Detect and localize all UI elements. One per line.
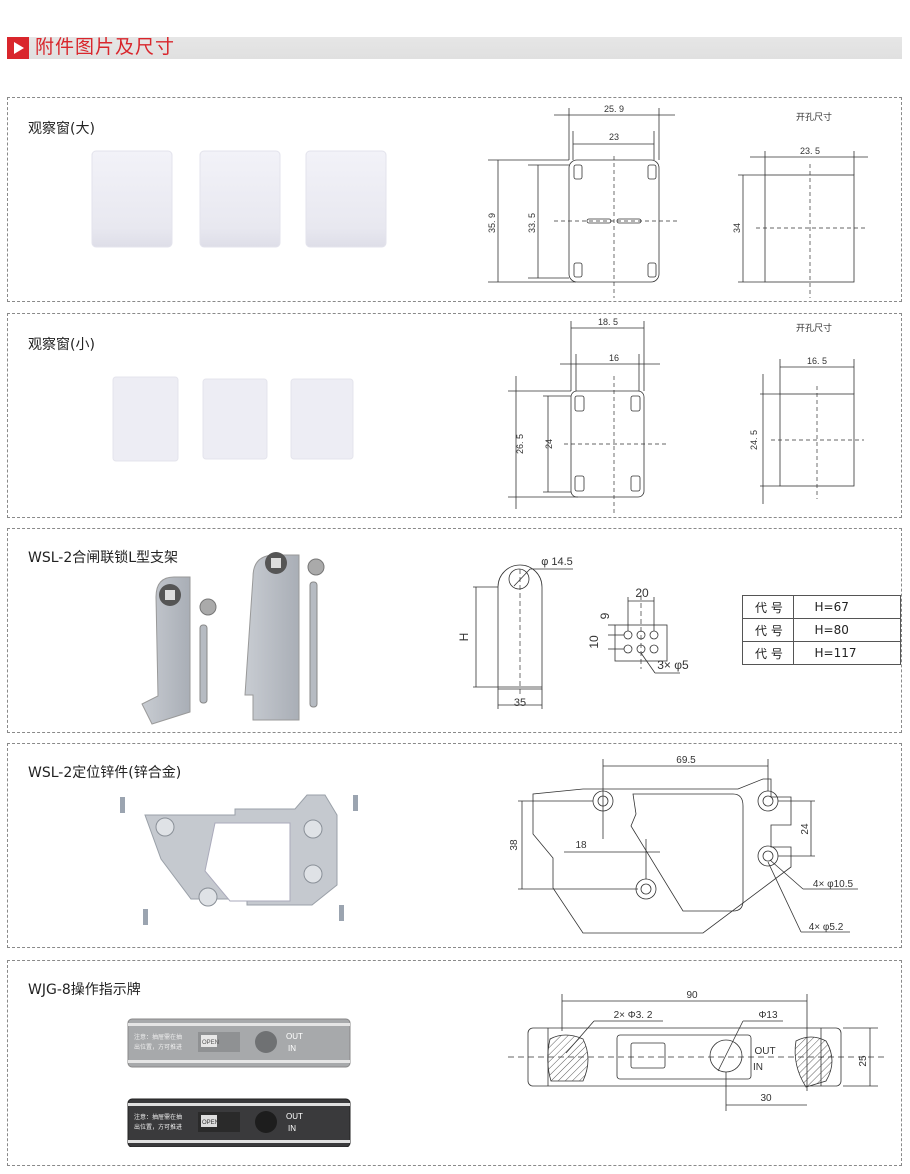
panel-label: 观察窗(大) [28, 121, 95, 137]
panel-label: WJG-8操作指示牌 [28, 982, 141, 998]
svg-text:16: 16 [609, 353, 619, 363]
svg-text:24: 24 [544, 439, 554, 449]
panel-label: WSL-2定位锌件(锌合金) [28, 765, 182, 781]
drawing-small-window: 18. 5 16 26. 5 24 开孔尺寸 16. 5 24. 5 [508, 317, 864, 514]
svg-text:出位置，方可推进: 出位置，方可推进 [134, 1043, 182, 1051]
svg-text:25: 25 [858, 1055, 869, 1067]
svg-text:注意：抽屉需在抽: 注意：抽屉需在抽 [134, 1033, 182, 1041]
svg-text:OPEN: OPEN [202, 1040, 219, 1046]
svg-text:25. 9: 25. 9 [604, 104, 624, 114]
section-title: 附件图片及尺寸 [35, 36, 176, 58]
svg-text:24: 24 [800, 823, 811, 835]
product-photo-indicator-plate: 注意：抽屉需在抽 出位置，方可推进 OPEN OUT IN 注意：抽屉需在抽 出… [126, 1017, 356, 1151]
svg-text:26. 5: 26. 5 [515, 434, 525, 454]
panel-small-window: 观察窗(小) [7, 313, 902, 518]
svg-text:69.5: 69.5 [676, 755, 696, 766]
svg-text:开孔尺寸: 开孔尺寸 [796, 322, 832, 333]
svg-text:16. 5: 16. 5 [807, 356, 827, 366]
svg-text:出位置，方可推进: 出位置，方可推进 [134, 1123, 182, 1131]
drawing-l-bracket: φ 14.5 H 35 20 9 10 3× φ5 [457, 556, 689, 709]
svg-text:23: 23 [609, 132, 619, 142]
product-photo-l-bracket [138, 537, 338, 731]
svg-text:IN: IN [288, 1124, 296, 1133]
drawing-indicator-plate: 90 2× Φ3. 2 Φ13 OUT IN 25 30 [508, 990, 888, 1111]
svg-text:18: 18 [575, 840, 587, 851]
svg-text:33. 5: 33. 5 [527, 213, 537, 233]
svg-text:OUT: OUT [286, 1032, 303, 1041]
svg-text:OUT: OUT [286, 1112, 303, 1121]
panel-label: WSL-2合闸联锁L型支架 [28, 550, 179, 566]
play-triangle-icon [7, 37, 29, 59]
svg-text:23. 5: 23. 5 [800, 146, 820, 156]
panel-label: 观察窗(小) [28, 337, 95, 353]
svg-text:φ 14.5: φ 14.5 [541, 556, 573, 568]
panel-positioning-part: WSL-2定位锌件(锌合金) 69.5 [7, 743, 902, 948]
svg-text:注意：抽屉需在抽: 注意：抽屉需在抽 [134, 1113, 182, 1121]
svg-text:18. 5: 18. 5 [598, 317, 618, 327]
svg-text:10: 10 [587, 635, 601, 649]
svg-text:4× φ5.2: 4× φ5.2 [809, 922, 844, 933]
product-photo-small-window [108, 374, 368, 473]
svg-text:90: 90 [686, 990, 698, 1001]
panel-large-window: 观察窗(大) [7, 97, 902, 302]
svg-text:35. 9: 35. 9 [487, 213, 497, 233]
svg-text:9: 9 [598, 612, 612, 619]
section-header: 附件图片及尺寸 [7, 36, 902, 59]
product-photo-positioning-part [103, 789, 373, 943]
svg-text:35: 35 [514, 697, 526, 709]
svg-text:2× Φ3. 2: 2× Φ3. 2 [614, 1010, 653, 1021]
svg-text:H: H [457, 633, 471, 642]
svg-text:IN: IN [288, 1044, 296, 1053]
drawing-large-window: 25. 9 23 35. 9 33. 5 开孔尺寸 23. 5 34 [487, 104, 868, 298]
svg-text:38: 38 [509, 839, 520, 851]
svg-text:20: 20 [635, 586, 649, 600]
svg-text:4× φ10.5: 4× φ10.5 [813, 879, 854, 890]
svg-text:34: 34 [732, 223, 742, 233]
svg-text:OUT: OUT [754, 1046, 775, 1057]
svg-text:IN: IN [753, 1062, 763, 1073]
svg-text:3× φ5: 3× φ5 [657, 658, 689, 672]
panel-indicator-plate: WJG-8操作指示牌 注意：抽屉需在抽 出位置，方可推进 OPEN OUT IN… [7, 960, 902, 1166]
svg-text:开孔尺寸: 开孔尺寸 [796, 111, 832, 122]
svg-text:24. 5: 24. 5 [749, 430, 759, 450]
svg-text:Φ13: Φ13 [758, 1010, 778, 1021]
panel-l-bracket: WSL-2合闸联锁L型支架 [7, 528, 902, 733]
svg-text:30: 30 [760, 1093, 772, 1104]
product-photo-large-window [78, 148, 388, 252]
svg-text:OPEN: OPEN [202, 1120, 219, 1126]
drawing-positioning-part: 69.5 38 18 24 4× φ10.5 4× φ5.2 [509, 755, 858, 934]
